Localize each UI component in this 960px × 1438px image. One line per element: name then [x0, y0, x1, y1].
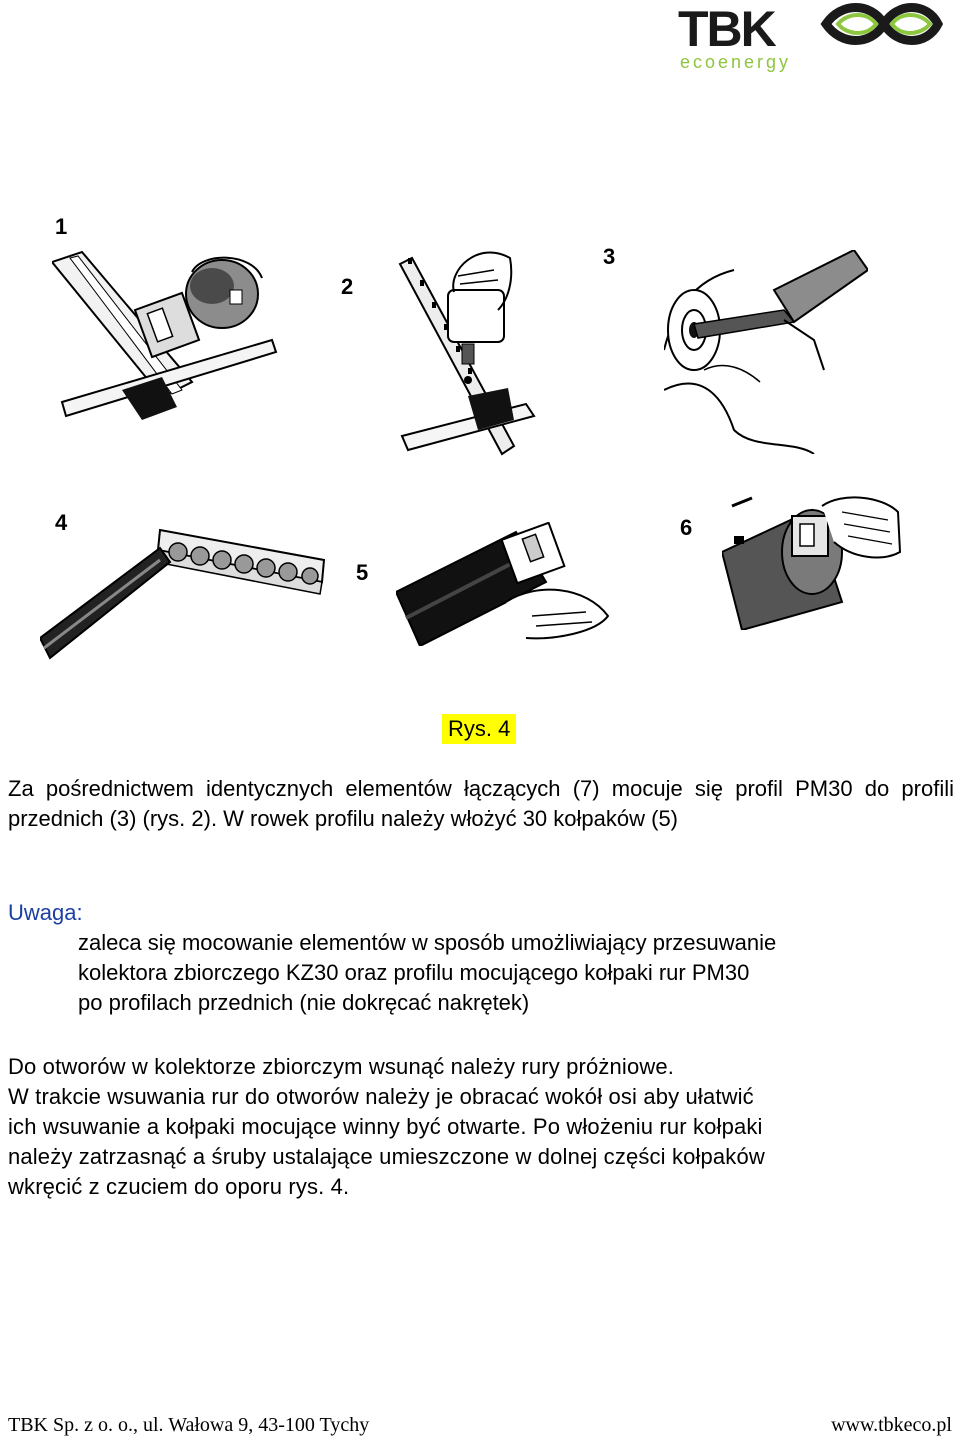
illustration-6 — [722, 492, 902, 630]
instruction-line: ich wsuwanie a kołpaki mocujące winny by… — [8, 1114, 763, 1139]
illustration-3 — [664, 250, 868, 454]
figure-number-1: 1 — [55, 214, 68, 239]
figure-number-3: 3 — [603, 244, 616, 269]
svg-text:TBK: TBK — [678, 1, 777, 57]
illustration-4 — [40, 520, 326, 662]
intro-paragraph: Za pośrednictwem identycznych elementów … — [8, 776, 954, 831]
figure-number-4: 4 — [55, 510, 68, 535]
figure-number-2: 2 — [341, 274, 354, 299]
instruction-line: W trakcie wsuwania rur do otworów należy… — [8, 1084, 754, 1109]
footer-website: www.tbkeco.pl — [831, 1414, 952, 1436]
footer-address: TBK Sp. z o. o., ul. Wałowa 9, 43-100 Ty… — [8, 1414, 370, 1436]
illustration-1 — [52, 232, 284, 432]
svg-text:ecoenergy: ecoenergy — [680, 52, 791, 72]
instructions-paragraph: Do otworów w kolektorze zbiorczym wsunąć… — [8, 1052, 956, 1202]
note-body: zaleca się mocowanie elementów w sposób … — [78, 928, 958, 1018]
figure-number-5: 5 — [356, 560, 369, 585]
note-line: zaleca się mocowanie elementów w sposób … — [78, 930, 777, 955]
instruction-line: Do otworów w kolektorze zbiorczym wsunąć… — [8, 1054, 675, 1079]
note-line: kolektora zbiorczego KZ30 oraz profilu m… — [78, 960, 750, 985]
figure-caption: Rys. 4 — [442, 714, 517, 744]
illustration-2 — [398, 240, 540, 466]
figure-number-6: 6 — [680, 515, 693, 540]
note-line: po profilach przednich (nie dokręcać nak… — [78, 990, 530, 1015]
instruction-line: wkręcić z czuciem do oporu rys. 4. — [8, 1174, 350, 1199]
note-label: Uwaga: — [8, 900, 83, 925]
illustration-5 — [396, 522, 616, 646]
instruction-line: należy zatrzasnąć a śruby ustalające umi… — [8, 1144, 765, 1169]
company-logo: TBK ecoenergy — [676, 0, 946, 76]
